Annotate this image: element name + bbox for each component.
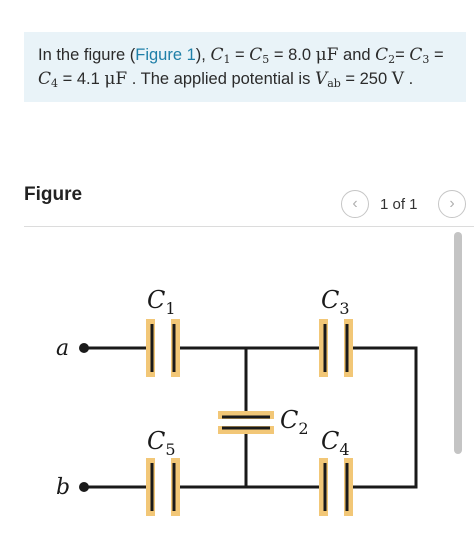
capacitor-c2 (218, 411, 274, 434)
terminal-b-dot (79, 482, 89, 492)
chevron-right-icon: › (449, 195, 455, 212)
problem-line-2: C4 = 4.1 μF . The applied potential is V… (38, 69, 414, 90)
terminal-a-label: a (56, 336, 69, 361)
divider (24, 226, 474, 227)
var-c1: C1 (210, 45, 231, 66)
capacitor-c3 (319, 319, 353, 377)
unit-uf: μF (315, 45, 339, 65)
scrollbar-thumb[interactable] (454, 232, 462, 454)
var-c2: C2 (375, 45, 396, 66)
c4-label: C4 (321, 427, 350, 459)
capacitor-c5 (146, 458, 180, 516)
var-vab: Vab (314, 69, 341, 90)
c1-label: C1 (147, 286, 176, 318)
capacitor-c1 (146, 319, 180, 377)
top-wire (82, 346, 418, 489)
problem-statement: In the figure (Figure 1), C1 = C5 = 8.0 … (24, 32, 466, 102)
problem-line-1: In the figure (Figure 1), C1 = C5 = 8.0 … (38, 45, 444, 66)
c3-label: C3 (321, 286, 350, 318)
unit-volt: V (391, 69, 405, 89)
circuit-diagram: a b C1 C3 C2 C5 C4 (56, 286, 418, 516)
c2-label: C2 (280, 406, 309, 438)
page-indicator: 1 of 1 (380, 196, 418, 213)
prev-figure-button[interactable]: ‹ (341, 190, 369, 218)
var-c4: C4 (38, 69, 59, 90)
chevron-left-icon: ‹ (352, 195, 358, 212)
next-figure-button[interactable]: › (438, 190, 466, 218)
var-c5: C5 (249, 45, 270, 66)
terminal-b-label: b (56, 475, 70, 500)
terminal-a-dot (79, 343, 89, 353)
c5-label: C5 (147, 427, 176, 459)
var-c3: C3 (409, 45, 430, 66)
unit-uf: μF (104, 69, 128, 89)
capacitor-c4 (319, 458, 353, 516)
wires (82, 346, 418, 489)
figure-title: Figure (24, 184, 83, 205)
figure-1-link[interactable]: Figure 1 (135, 46, 196, 64)
